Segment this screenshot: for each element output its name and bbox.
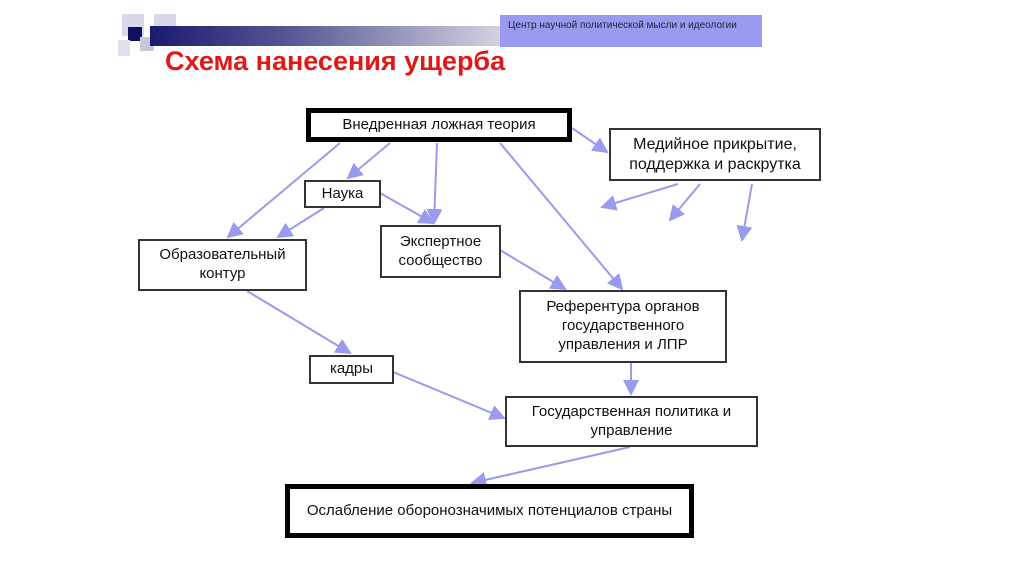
- arrow: [736, 183, 753, 242]
- arrow: [600, 183, 679, 211]
- arrow: [426, 142, 443, 225]
- decor-square: [128, 27, 142, 41]
- arrow: [668, 183, 701, 222]
- node-result: Ослабление оборонозначимых потенциалов с…: [285, 484, 694, 538]
- node-theory: Внедренная ложная теория: [306, 108, 572, 142]
- arrow: [246, 290, 352, 355]
- node-cadres: кадры: [309, 355, 394, 384]
- node-expert: Экспертное сообщество: [380, 225, 501, 278]
- arrow: [226, 142, 341, 239]
- arrow: [276, 207, 325, 239]
- node-science: Наука: [304, 180, 381, 208]
- decor-square: [118, 40, 130, 56]
- header-gradient-bar: [150, 26, 510, 46]
- organization-label: Центр научной политической мысли и идеол…: [500, 15, 762, 47]
- arrow: [571, 127, 609, 154]
- node-education: Образовательный контур: [138, 239, 307, 291]
- node-referentura: Референтура органов государственного упр…: [519, 290, 727, 363]
- arrow: [470, 446, 631, 488]
- node-media: Медийное прикрытие, поддержка и раскрутк…: [609, 128, 821, 181]
- page-title: Схема нанесения ущерба: [165, 46, 506, 76]
- arrow: [392, 371, 506, 421]
- arrow: [346, 142, 391, 180]
- node-policy: Государственная политика и управление: [505, 396, 758, 447]
- arrow: [499, 142, 624, 291]
- arrow: [379, 192, 435, 224]
- arrow: [499, 249, 567, 291]
